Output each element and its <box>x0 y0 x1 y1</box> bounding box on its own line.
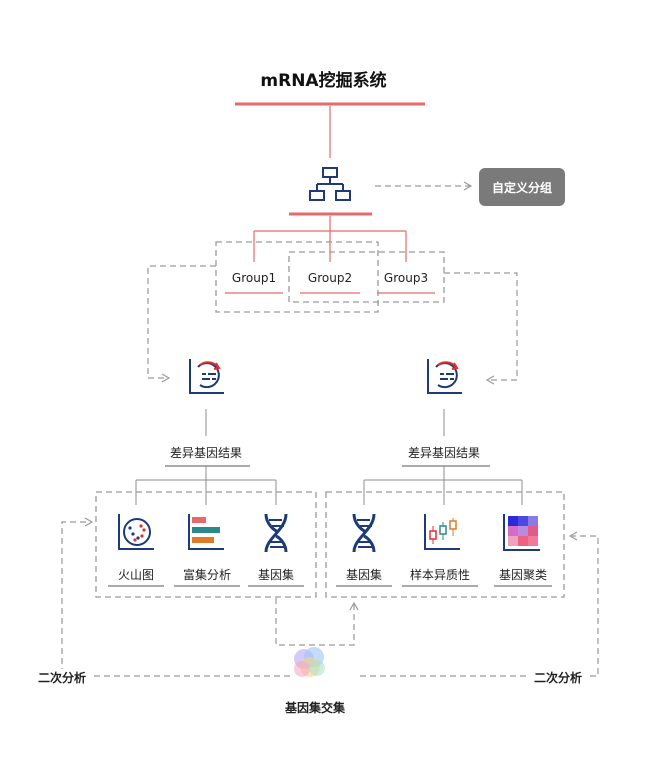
item-gene-set-left[interactable]: 基因集 <box>257 568 294 582</box>
dna-icon[interactable] <box>260 510 292 554</box>
network-icon[interactable] <box>309 166 351 204</box>
left-result-label[interactable]: 差异基因结果 <box>169 446 242 460</box>
item-volcano-plot[interactable]: 火山图 <box>117 568 154 582</box>
secondary-analysis-left[interactable]: 二次分析 <box>32 669 92 686</box>
custom-group-button[interactable]: 自定义分组 <box>479 168 565 206</box>
volcano-plot-icon[interactable] <box>116 512 156 552</box>
heatmap-icon[interactable] <box>502 512 542 552</box>
item-enrichment-analysis[interactable]: 富集分析 <box>182 568 231 582</box>
dna-icon[interactable] <box>348 510 380 554</box>
left-analysis-box <box>95 491 317 598</box>
venn-icon[interactable] <box>290 644 330 682</box>
item-gene-clustering[interactable]: 基因聚类 <box>498 568 547 582</box>
right-analysis-box <box>325 491 565 598</box>
group-label-1[interactable]: Group1 <box>231 271 277 285</box>
group-label-2[interactable]: Group2 <box>307 271 353 285</box>
cycle-chart-icon[interactable] <box>424 357 464 397</box>
item-gene-set-right[interactable]: 基因集 <box>345 568 382 582</box>
group-box-right <box>288 251 445 303</box>
bar-chart-icon[interactable] <box>186 512 226 552</box>
intersection-label[interactable]: 基因集交集 <box>284 701 345 715</box>
cycle-chart-icon[interactable] <box>186 357 226 397</box>
boxplot-icon[interactable] <box>422 512 462 552</box>
group-box-left <box>215 241 379 313</box>
secondary-analysis-right[interactable]: 二次分析 <box>528 669 588 686</box>
group-label-3[interactable]: Group3 <box>383 271 429 285</box>
right-result-label[interactable]: 差异基因结果 <box>407 446 480 460</box>
item-sample-heterogeneity[interactable]: 样本异质性 <box>409 568 470 582</box>
page-title: mRNA挖掘系统 <box>260 71 387 91</box>
